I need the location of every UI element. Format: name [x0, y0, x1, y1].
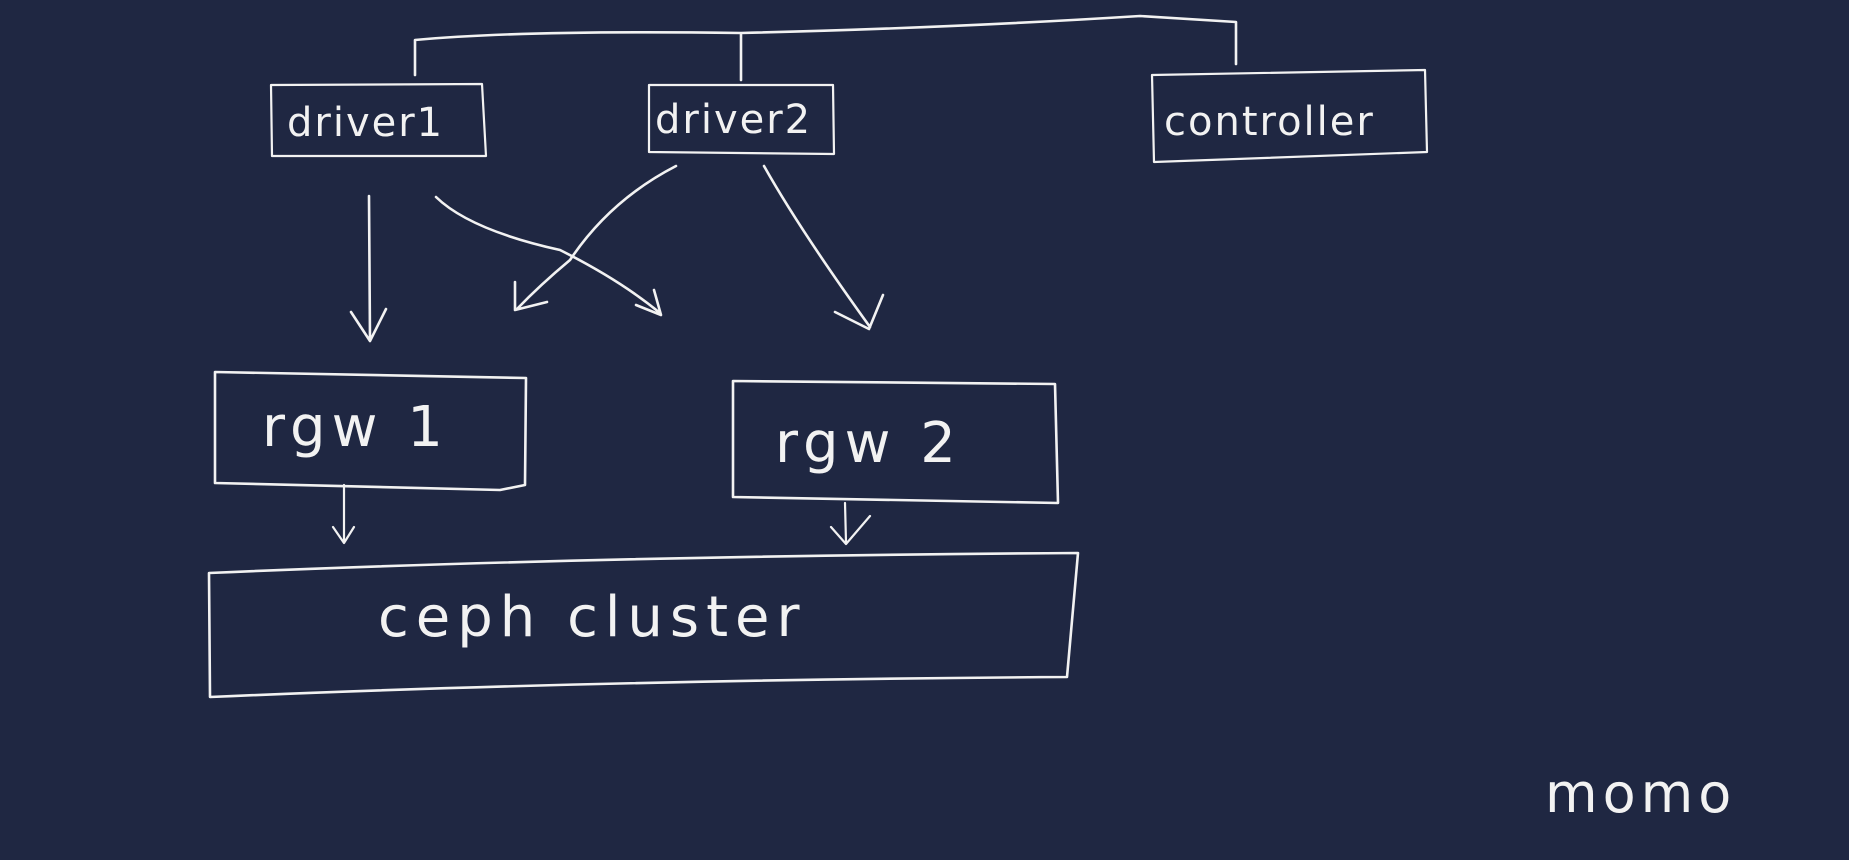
arrow-rgw2-to-ceph [829, 501, 872, 546]
rgw2-label: rgw 2 [775, 411, 962, 476]
ceph-cluster-label: ceph cluster [378, 585, 807, 650]
driver1-label: driver1 [287, 100, 444, 146]
arrow-driver1-to-rgw1 [349, 194, 388, 343]
controller-label: controller [1164, 99, 1375, 145]
controller-box [1150, 68, 1429, 164]
top-connector-line [413, 14, 1238, 82]
rgw1-box [213, 370, 528, 492]
driver2-box [647, 83, 836, 156]
driver1-box [269, 82, 488, 158]
driver2-label: driver2 [655, 97, 812, 143]
ceph-cluster-box [207, 551, 1080, 699]
rgw1-label: rgw 1 [262, 395, 449, 460]
arrow-driver2-to-rgw1 [513, 164, 678, 312]
signature-text: momo [1545, 762, 1736, 825]
arrow-driver2-to-rgw2 [762, 164, 885, 331]
rgw2-box [731, 379, 1060, 505]
arrow-rgw1-to-ceph [331, 483, 356, 545]
arrow-driver1-to-rgw2 [434, 195, 663, 317]
